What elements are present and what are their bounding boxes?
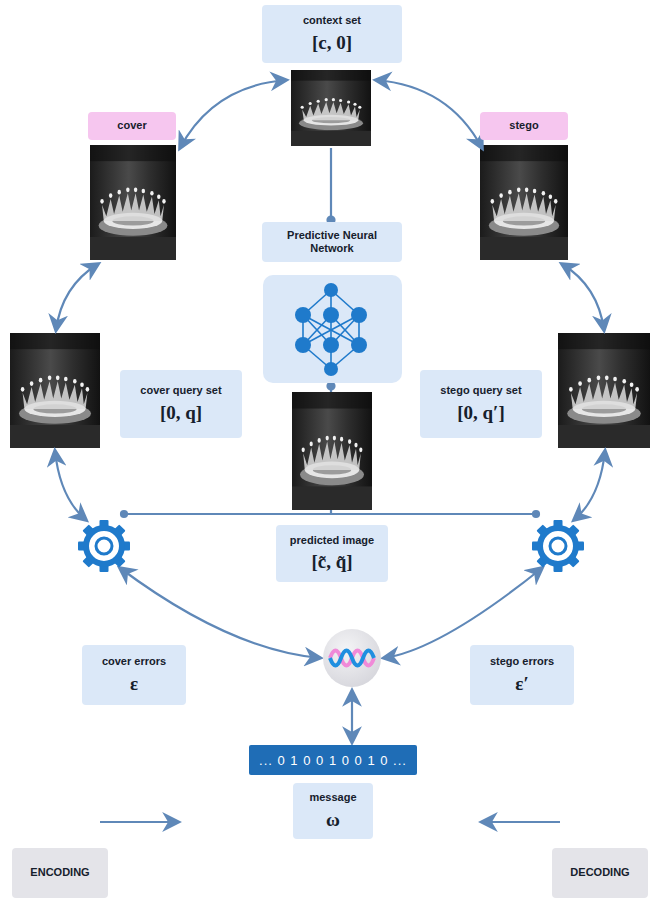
stego-image bbox=[480, 145, 568, 260]
context-image bbox=[291, 70, 371, 146]
error-box: stego errors ε′ bbox=[470, 645, 574, 705]
box-label: stego bbox=[509, 119, 538, 132]
box-label: DECODING bbox=[570, 866, 629, 879]
message-box: message ω bbox=[293, 783, 373, 839]
role-tag: stego bbox=[480, 112, 568, 140]
mode-box: ENCODING bbox=[12, 848, 108, 898]
math-symbol: ω bbox=[326, 810, 340, 831]
neural-net-icon bbox=[295, 283, 367, 376]
model-box: Predictive Neural Network bbox=[262, 222, 402, 262]
box-label: stego errors bbox=[490, 655, 554, 668]
bit-string: ... 0 1 0 0 1 0 0 1 0 ... bbox=[249, 745, 417, 775]
network-wires bbox=[121, 148, 539, 517]
cover-image bbox=[90, 145, 176, 260]
network-panel bbox=[263, 275, 402, 383]
output-box: predicted image [c̃, q̃] bbox=[276, 525, 388, 582]
error-box: cover errors ε bbox=[82, 645, 186, 705]
math-symbol: [c̃, q̃] bbox=[311, 552, 352, 573]
box-label: cover query set bbox=[140, 384, 221, 397]
box-label: predicted image bbox=[290, 534, 374, 547]
ring-arrows bbox=[55, 80, 605, 822]
box-label: context set bbox=[303, 14, 361, 27]
cover-query-image bbox=[10, 333, 100, 448]
box-label: cover bbox=[117, 119, 146, 132]
math-symbol: ε bbox=[130, 674, 138, 695]
math-symbol: [0, q′] bbox=[457, 403, 505, 424]
mode-box: DECODING bbox=[552, 848, 648, 898]
input-box: context set [c, 0] bbox=[262, 5, 402, 63]
math-symbol: [c, 0] bbox=[312, 33, 352, 54]
wave-icon bbox=[323, 629, 381, 687]
box-label: stego query set bbox=[440, 384, 521, 397]
box-label: cover errors bbox=[102, 655, 166, 668]
stego-query-image bbox=[558, 333, 650, 448]
query-box: stego query set [0, q′] bbox=[420, 370, 542, 438]
query-box: cover query set [0, q] bbox=[120, 370, 242, 438]
box-label: ENCODING bbox=[30, 866, 89, 879]
role-tag: cover bbox=[88, 112, 176, 140]
box-label: message bbox=[309, 791, 356, 804]
math-symbol: ε′ bbox=[515, 674, 528, 695]
gear-icon bbox=[78, 520, 130, 572]
box-label: Predictive Neural Network bbox=[272, 229, 392, 255]
gear-icon bbox=[532, 520, 584, 572]
math-symbol: [0, q] bbox=[160, 403, 202, 424]
box-label: ... 0 1 0 0 1 0 0 1 0 ... bbox=[259, 753, 407, 768]
predicted-image bbox=[292, 392, 372, 510]
